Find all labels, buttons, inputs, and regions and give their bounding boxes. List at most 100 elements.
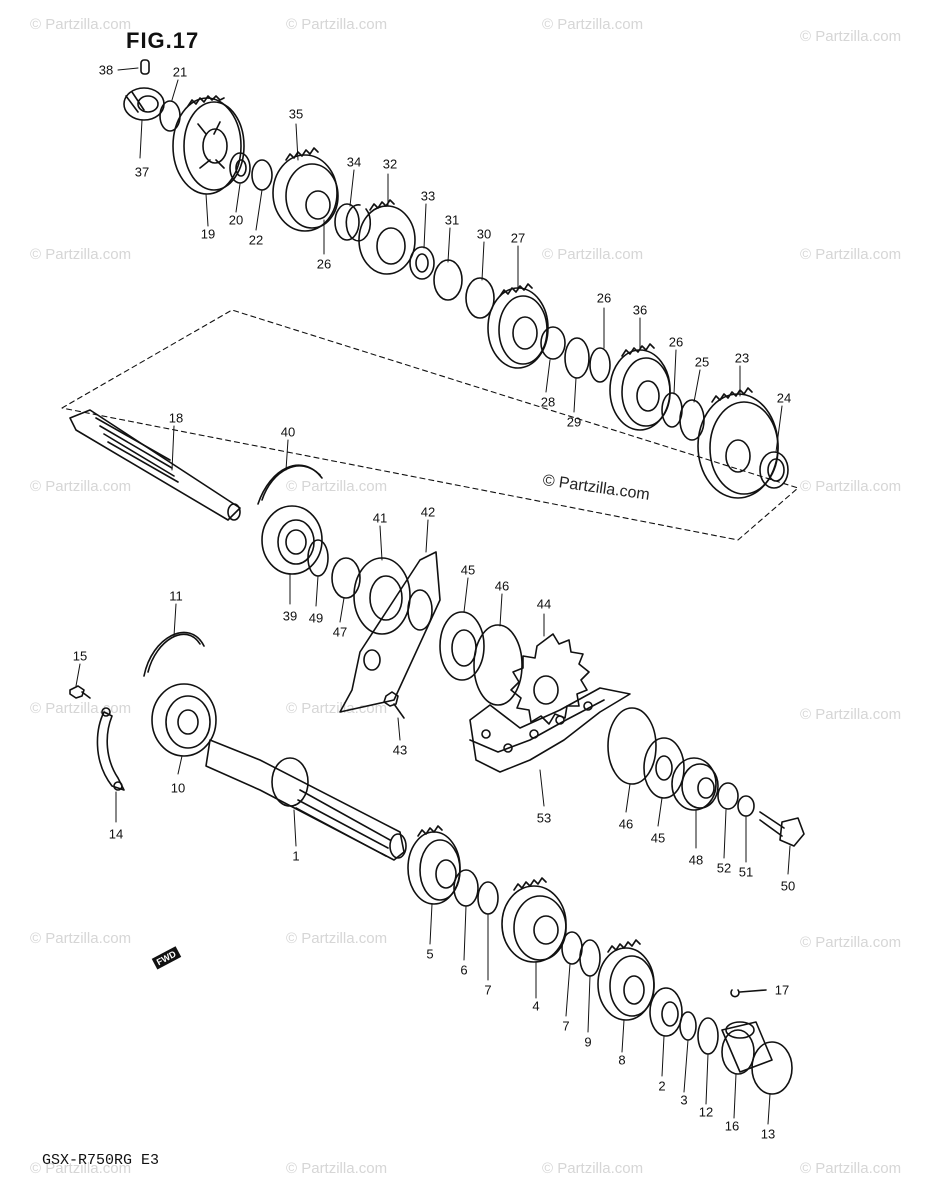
callout-21[interactable]: 21 [172, 64, 188, 80]
callout-12[interactable]: 12 [698, 1104, 714, 1120]
callout-2[interactable]: 2 [658, 1078, 666, 1094]
callout-19[interactable]: 19 [200, 226, 216, 242]
callout-18[interactable]: 18 [168, 410, 184, 426]
watermark: © Partzilla.com [30, 246, 132, 263]
gear-part [649, 987, 683, 1037]
bolt-part [759, 811, 785, 837]
ring-part [607, 707, 657, 785]
callout-30[interactable]: 30 [476, 226, 492, 242]
callout-25[interactable]: 25 [694, 354, 710, 370]
bearing-part [721, 1021, 773, 1073]
washer-part [564, 337, 590, 379]
callout-31[interactable]: 31 [444, 212, 460, 228]
washer-part [433, 259, 463, 301]
callout-34[interactable]: 34 [346, 154, 362, 170]
washer-part [679, 399, 705, 441]
watermark: © Partzilla.com [286, 1160, 388, 1177]
sprocket-part [510, 633, 590, 725]
callout-17[interactable]: 17 [774, 982, 790, 998]
callout-1[interactable]: 1 [292, 848, 300, 864]
watermark: © Partzilla.com [800, 706, 902, 723]
callout-32[interactable]: 32 [382, 156, 398, 172]
callout-53[interactable]: 53 [536, 810, 552, 826]
callout-49[interactable]: 49 [308, 610, 324, 626]
watermark: © Partzilla.com [286, 16, 388, 33]
callout-37[interactable]: 37 [134, 164, 150, 180]
callout-46[interactable]: 46 [618, 816, 634, 832]
bearing-part [759, 451, 789, 489]
callout-33[interactable]: 33 [420, 188, 436, 204]
circlip-part [147, 633, 201, 673]
gear-part [358, 205, 416, 275]
pin-part [730, 989, 740, 998]
callout-20[interactable]: 20 [228, 212, 244, 228]
watermark: © Partzilla.com [30, 16, 132, 33]
callout-9[interactable]: 9 [584, 1034, 592, 1050]
watermark: © Partzilla.com [542, 16, 644, 33]
callout-15[interactable]: 15 [72, 648, 88, 664]
callout-52[interactable]: 52 [716, 860, 732, 876]
callout-24[interactable]: 24 [776, 390, 792, 406]
callout-44[interactable]: 44 [536, 596, 552, 612]
bushing-part [540, 326, 566, 360]
watermark: © Partzilla.com [286, 478, 388, 495]
callout-48[interactable]: 48 [688, 852, 704, 868]
bearing-part [151, 683, 217, 757]
callout-4[interactable]: 4 [532, 998, 540, 1014]
bracket-part [96, 711, 125, 791]
callout-16[interactable]: 16 [724, 1118, 740, 1134]
watermark: © Partzilla.com [800, 934, 902, 951]
callout-26[interactable]: 26 [596, 290, 612, 306]
callout-22[interactable]: 22 [248, 232, 264, 248]
washer-part [717, 782, 739, 810]
model-designation: GSX-R750RG E3 [42, 1152, 160, 1169]
callout-7[interactable]: 7 [484, 982, 492, 998]
callout-3[interactable]: 3 [680, 1092, 688, 1108]
callout-6[interactable]: 6 [460, 962, 468, 978]
callout-7[interactable]: 7 [562, 1018, 570, 1034]
callout-27[interactable]: 27 [510, 230, 526, 246]
watermark: © Partzilla.com [30, 1160, 132, 1177]
callout-39[interactable]: 39 [282, 608, 298, 624]
callout-38[interactable]: 38 [98, 62, 114, 78]
callout-35[interactable]: 35 [288, 106, 304, 122]
callout-26[interactable]: 26 [668, 334, 684, 350]
callout-29[interactable]: 29 [566, 414, 582, 430]
callout-47[interactable]: 47 [332, 624, 348, 640]
callout-11[interactable]: 11 [169, 588, 183, 604]
callout-10[interactable]: 10 [170, 780, 186, 796]
bearing-part [261, 505, 323, 575]
callout-45[interactable]: 45 [650, 830, 666, 846]
bolt-part [383, 691, 405, 719]
pin-part [140, 59, 150, 75]
callout-36[interactable]: 36 [632, 302, 648, 318]
watermark: © Partzilla.com [542, 246, 644, 263]
callout-14[interactable]: 14 [108, 826, 124, 842]
callout-40[interactable]: 40 [280, 424, 296, 440]
watermark: © Partzilla.com [800, 28, 902, 45]
cap-part [751, 1041, 793, 1095]
callout-8[interactable]: 8 [618, 1052, 626, 1068]
washer-part [159, 100, 181, 132]
callout-13[interactable]: 13 [760, 1126, 776, 1142]
callout-46[interactable]: 46 [494, 578, 510, 594]
callout-51[interactable]: 51 [738, 864, 754, 880]
watermark: © Partzilla.com [30, 478, 132, 495]
circlip-part [477, 881, 499, 915]
callout-5[interactable]: 5 [426, 946, 434, 962]
callout-45[interactable]: 45 [460, 562, 476, 578]
callout-43[interactable]: 43 [392, 742, 408, 758]
circlip-part [589, 347, 611, 383]
ring-part [473, 624, 523, 706]
bolt-part [69, 685, 91, 699]
circlip-part [561, 931, 583, 965]
callout-23[interactable]: 23 [734, 350, 750, 366]
washer-part [439, 611, 485, 681]
callout-50[interactable]: 50 [780, 878, 796, 894]
gear-part [272, 154, 338, 232]
callout-41[interactable]: 41 [372, 510, 388, 526]
callout-42[interactable]: 42 [420, 504, 436, 520]
callout-26[interactable]: 26 [316, 256, 332, 272]
callout-28[interactable]: 28 [540, 394, 556, 410]
